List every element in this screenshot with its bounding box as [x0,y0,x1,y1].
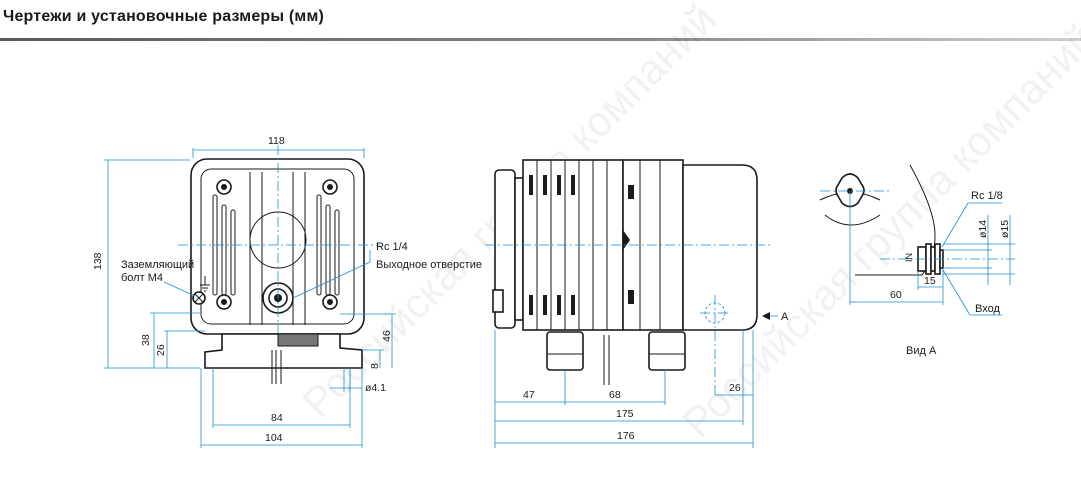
view-arrow-label: A [781,311,789,323]
dim-26-side: 26 [729,382,741,394]
dim-118: 118 [268,135,285,147]
dim-d15: ø15 [999,220,1011,238]
dim-176: 176 [617,430,635,442]
side-fins [529,160,608,330]
dim-104: 104 [265,432,283,444]
dim-38: 38 [140,334,152,346]
view-a: IN Rc 1/8 ø14 ø15 60 15 Вход Вид А [819,164,1015,357]
dim-46: 46 [381,330,393,342]
thread-label: Rc 1/8 [971,190,1003,202]
front-view: 118 138 [92,135,482,448]
ground-bolt-label-2: болт M4 [121,272,163,284]
side-view: A 47 68 26 175 176 [485,159,789,448]
dim-d14: ø14 [977,220,989,238]
title-underline [0,38,1081,41]
dim-15: 15 [924,275,936,287]
dim-8: 8 [369,363,381,369]
dim-hole: ø4.1 [365,382,386,394]
dim-26: 26 [155,344,167,356]
outlet-label: Выходное отверстие [376,259,482,271]
dim-47: 47 [523,389,535,401]
page-title: Чертежи и установочные размеры (мм) [3,8,325,25]
dim-68: 68 [609,389,621,401]
dim-84: 84 [271,412,283,424]
ground-icon [200,276,210,292]
screw-icons [216,179,338,310]
dim-138: 138 [92,252,104,270]
dim-175: 175 [616,408,634,420]
view-a-caption: Вид А [906,345,937,357]
dim-60: 60 [890,289,902,301]
outlet-thread-label: Rc 1/4 [376,241,408,253]
ground-bolt-label-1: Заземляющий [121,259,194,271]
inlet-label: Вход [975,303,1000,315]
inlet-arrow-text: IN [904,253,914,262]
